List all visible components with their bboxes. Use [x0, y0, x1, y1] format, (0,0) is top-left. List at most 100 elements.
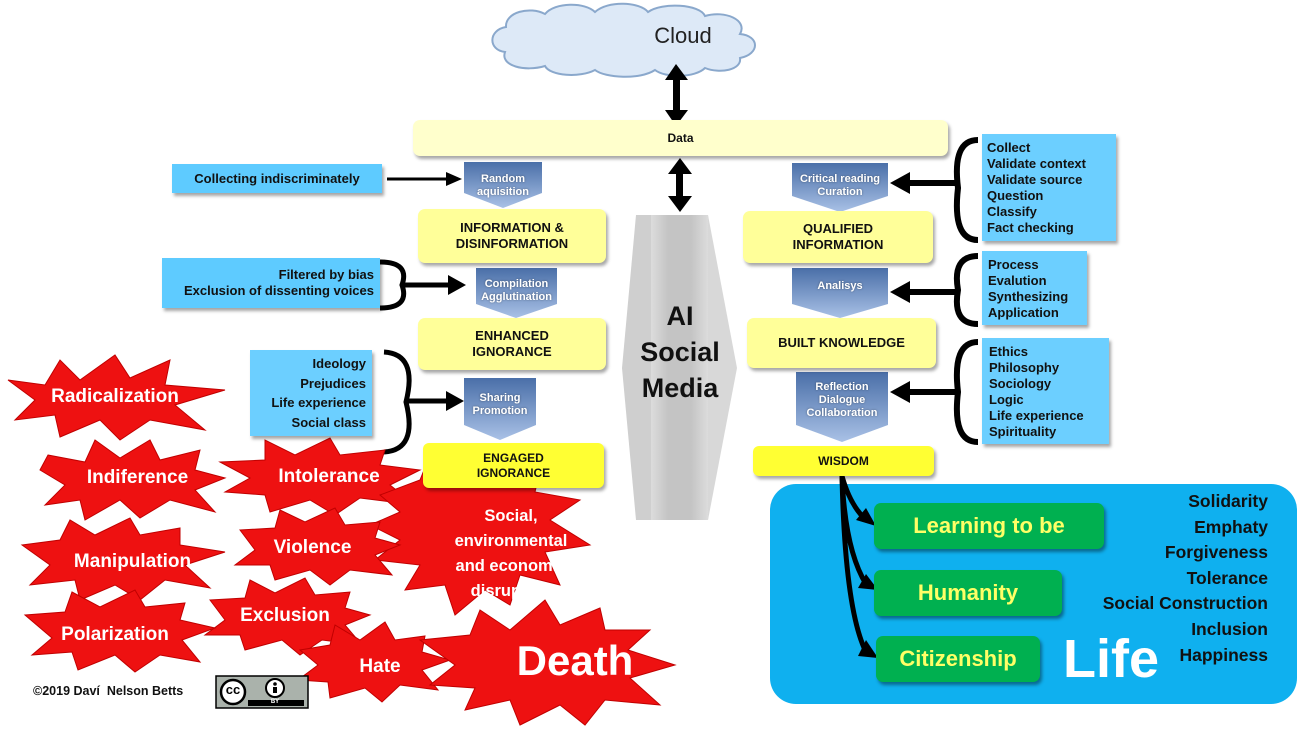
cloud-shape	[491, 2, 756, 78]
factor-item: Social class	[291, 414, 366, 430]
wisdom-box: WISDOM	[753, 446, 934, 476]
social-line2: environmental	[454, 532, 568, 550]
filtered-box: Filtered by bias Exclusion of dissenting…	[162, 258, 380, 308]
citizenship-box: Citizenship	[876, 636, 1040, 682]
collect-brace	[890, 137, 979, 243]
reflection-line2: Dialogue	[818, 394, 866, 406]
enhanced-line2: IGNORANCE	[472, 344, 552, 359]
collect-item: Validate context	[987, 156, 1086, 171]
value-item: Forgiveness	[1164, 542, 1268, 563]
pentagon-random	[464, 162, 542, 208]
reflection-line1: Reflection	[815, 381, 869, 393]
random-label: Random aquisition	[477, 173, 529, 198]
filtered-line1: Filtered by bias	[278, 267, 374, 282]
burst-death	[418, 599, 677, 726]
manipulation-label: Manipulation	[73, 551, 192, 572]
collecting-box: Collecting indiscriminately	[172, 164, 382, 193]
pentagon-analisys	[792, 268, 888, 318]
analisys-label: Analisys	[817, 280, 863, 292]
social-line1: Social,	[484, 507, 538, 525]
critical-label: Critical reading Curation	[792, 173, 888, 199]
process-item: Evalution	[988, 273, 1047, 288]
ethics-item: Life experience	[989, 408, 1084, 423]
info-line1: INFORMATION &	[460, 220, 564, 235]
qualified-line1: QUALIFIED	[802, 221, 874, 236]
qualified-line2: INFORMATION	[792, 237, 884, 252]
ethics-brace	[890, 339, 979, 445]
violence-label: Violence	[273, 537, 352, 558]
value-item: Tolerance	[1186, 567, 1268, 588]
ethics-item: Spirituality	[989, 424, 1057, 439]
reflection-line3: Collaboration	[806, 407, 878, 419]
burst-violence	[233, 507, 402, 586]
collecting-arrow	[387, 172, 462, 186]
death-label: Death	[516, 637, 634, 684]
burst-manipulation	[20, 517, 226, 601]
intolerance-label: Intolerance	[278, 466, 380, 487]
collect-list: Collect Validate context Validate source…	[982, 134, 1116, 241]
pentagon-reflection	[796, 372, 888, 442]
value-item: Happiness	[1179, 644, 1269, 665]
polarization-label: Polarization	[61, 624, 169, 645]
ai-line2: Social	[640, 337, 720, 367]
cloud-data-arrow	[665, 64, 688, 126]
burst-hate	[296, 621, 452, 703]
humanity-box: Humanity	[874, 570, 1062, 616]
learning-to-be-box: Learning to be	[874, 503, 1104, 549]
ethics-item: Sociology	[989, 376, 1052, 391]
reflection-label: Reflection Dialogue Collaboration	[796, 381, 888, 420]
factors-brace	[383, 349, 464, 455]
collect-item: Collect	[987, 140, 1031, 155]
cc-label: cc	[225, 682, 241, 697]
social-disruption-label: Social, environmental and economic disru…	[440, 504, 582, 604]
data-center-arrow	[668, 158, 692, 212]
value-item: Social Construction	[1102, 593, 1268, 614]
exclusion-label: Exclusion	[240, 605, 330, 626]
critical-line2: Curation	[817, 186, 863, 198]
compilation-line2: Agglutination	[481, 291, 552, 303]
collect-item: Validate source	[987, 172, 1083, 187]
collect-item: Fact checking	[987, 220, 1074, 235]
cloud-label: Cloud	[654, 23, 712, 48]
burst-exclusion	[203, 577, 372, 656]
copyright-text: ©2019 Daví Nelson Betts	[33, 684, 184, 698]
qualified-box: QUALIFIED INFORMATION	[743, 211, 933, 263]
value-item: Inclusion	[1191, 618, 1268, 639]
info-line2: DISINFORMATION	[455, 236, 569, 251]
social-line3: and economic	[455, 557, 567, 575]
factors-list: Ideology Prejudices Life experience Soci…	[250, 350, 372, 436]
engaged-line2: IGNORANCE	[476, 465, 551, 480]
collect-item: Question	[987, 188, 1044, 203]
by-label: BY	[270, 699, 280, 705]
burst-polarization	[23, 589, 217, 673]
filtered-line2: Exclusion of dissenting voices	[184, 283, 374, 298]
process-item: Process	[988, 257, 1039, 272]
life-label: Life	[1062, 629, 1159, 689]
compilation-label: Compilation Agglutination	[476, 278, 557, 304]
collect-item: Classify	[987, 204, 1037, 219]
ai-line3: Media	[641, 373, 719, 403]
burst-radicalization	[7, 354, 226, 441]
engaged-line1: ENGAGED	[483, 450, 544, 465]
process-brace	[890, 253, 979, 327]
cc-license-badge	[215, 675, 309, 709]
pentagon-critical	[792, 163, 888, 212]
pentagon-sharing	[464, 378, 536, 440]
burst-indiference	[39, 439, 227, 521]
sharing-label: Sharing Promotion	[464, 392, 536, 418]
value-item: Solidarity	[1188, 491, 1268, 511]
sharing-line1: Sharing	[479, 392, 521, 404]
factor-item: Ideology	[312, 356, 366, 371]
process-list: Process Evalution Synthesizing Applicati…	[982, 251, 1087, 325]
ethics-item: Ethics	[989, 344, 1029, 359]
ethics-item: Logic	[989, 392, 1024, 407]
critical-line1: Critical reading	[799, 173, 881, 185]
built-knowledge-box: BUILT KNOWLEDGE	[747, 318, 936, 368]
data-bar: Data	[413, 120, 948, 156]
factor-item: Prejudices	[300, 375, 366, 391]
enhanced-line1: ENHANCED	[475, 328, 549, 343]
social-line4: disruption	[470, 582, 552, 600]
indiference-label: Indiference	[86, 467, 189, 488]
engaged-box: ENGAGED IGNORANCE	[423, 443, 604, 488]
info-box: INFORMATION & DISINFORMATION	[418, 209, 606, 263]
